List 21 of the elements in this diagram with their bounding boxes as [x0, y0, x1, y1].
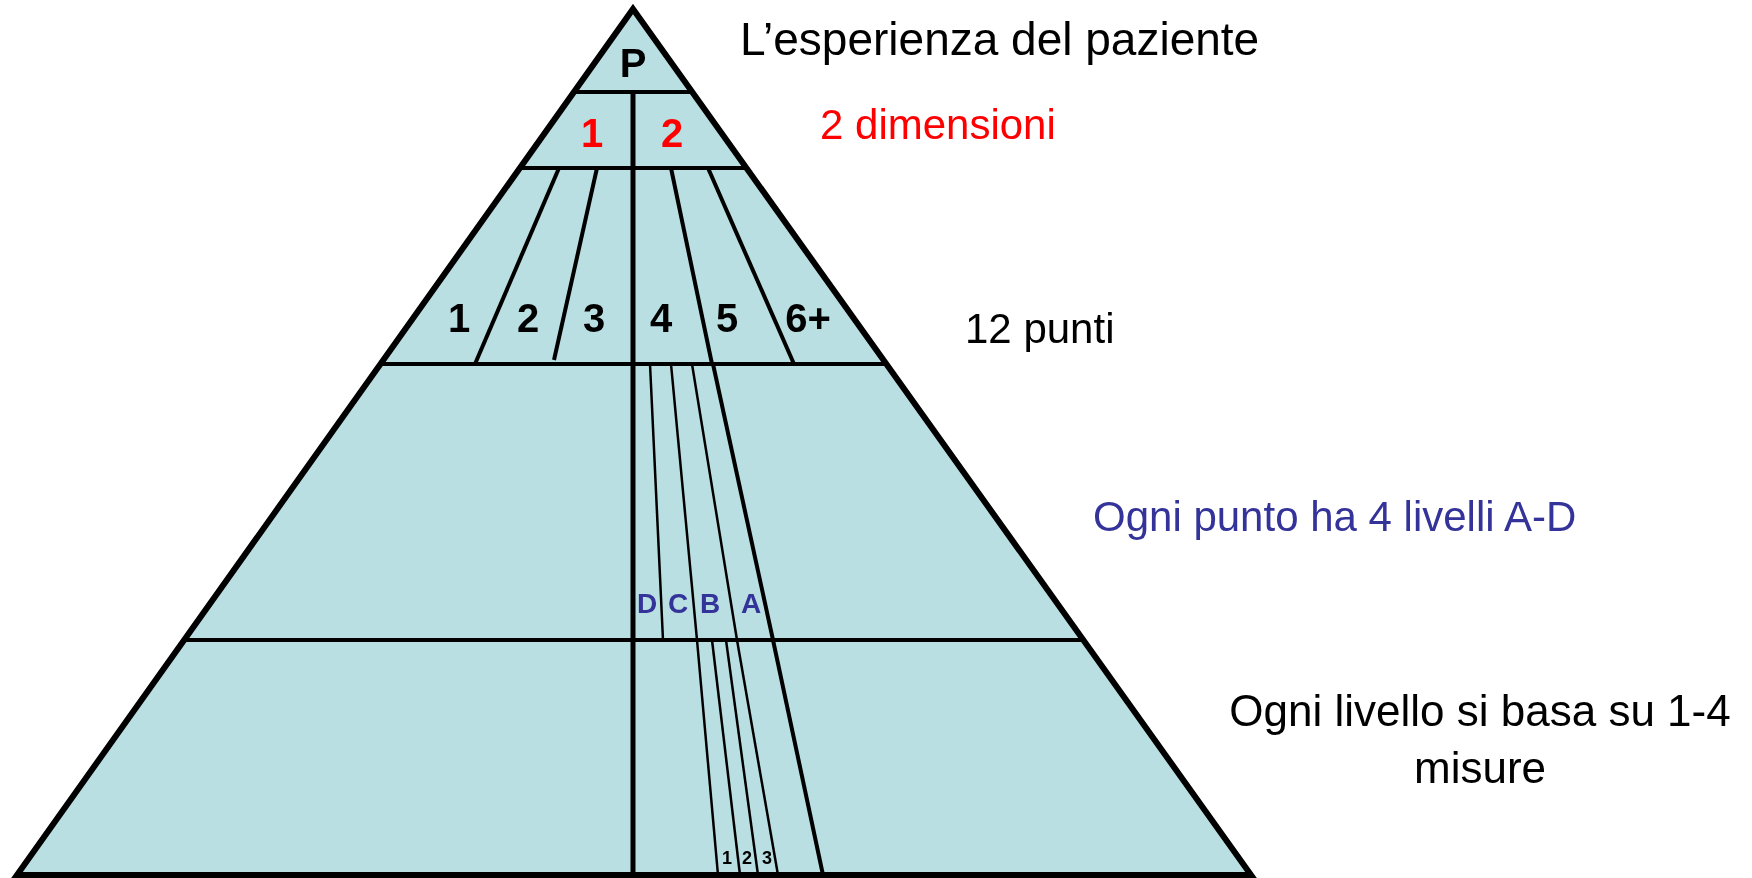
level-letter: A: [740, 590, 762, 618]
point-number: 1: [447, 298, 471, 338]
annotation-text: Ogni livello si basa su 1-4 misure: [1228, 685, 1732, 795]
top-cell-letter: P: [619, 43, 647, 83]
point-number: 4: [649, 298, 673, 338]
point-number: 6+: [785, 298, 831, 338]
measure-number: 1: [722, 849, 732, 867]
level-letter: B: [699, 590, 721, 618]
dimension-number: 1: [580, 113, 604, 153]
level-letter: C: [667, 590, 689, 618]
dimension-number: 2: [660, 113, 684, 153]
annotation-text: 12 punti: [965, 304, 1115, 354]
measure-number: 3: [762, 849, 772, 867]
annotation-text: Ogni punto ha 4 livelli A-D: [1093, 492, 1577, 542]
level-letter: D: [636, 590, 658, 618]
point-number: 3: [582, 298, 606, 338]
point-number: 5: [715, 298, 739, 338]
heading-text: L’esperienza del paziente: [740, 12, 1260, 67]
measure-number: 2: [742, 849, 752, 867]
annotation-text: 2 dimensioni: [820, 100, 1056, 150]
point-number: 2: [516, 298, 540, 338]
